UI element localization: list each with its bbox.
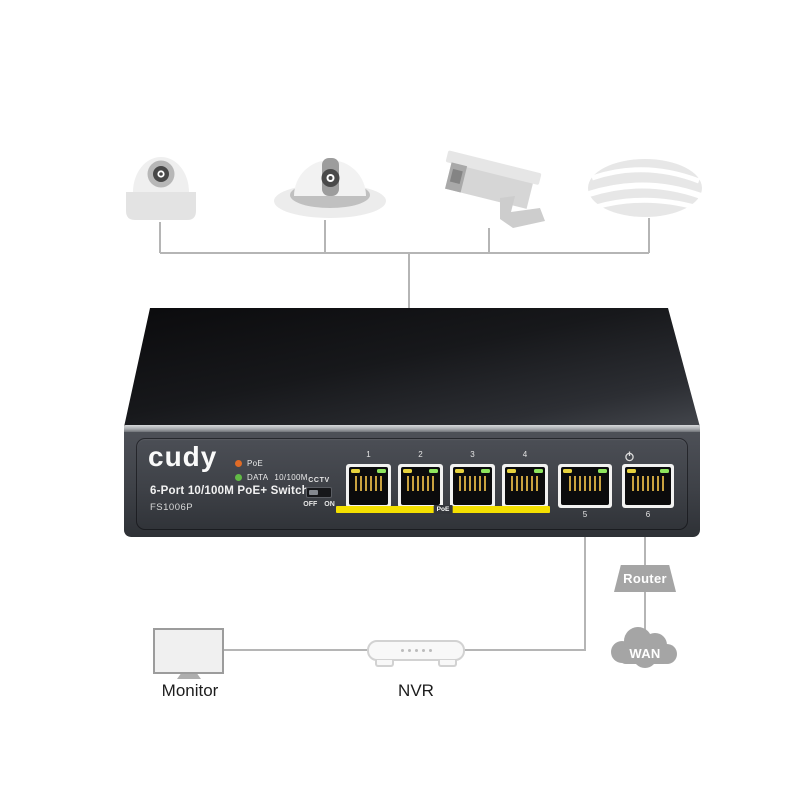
- port-led-green: [598, 469, 607, 473]
- port-pins: [568, 476, 602, 492]
- nvr-icon: [367, 640, 465, 667]
- model-number: FS1006P: [150, 502, 194, 513]
- rj45-jack: [401, 467, 440, 505]
- monitor-label: Monitor: [161, 681, 219, 700]
- poe-bar-label: PoE: [433, 505, 453, 514]
- port-led-yellow: [627, 469, 636, 473]
- cctv-slider-knob: [309, 489, 318, 495]
- router-label: Router: [623, 571, 667, 586]
- data-led-icon: [235, 474, 242, 481]
- port-number-5: 5: [582, 510, 588, 519]
- camera-stub-lines: [159, 218, 650, 253]
- data-led-label: DATA 10/100M: [247, 473, 308, 482]
- port-led-yellow: [507, 469, 516, 473]
- rj45-jack: [561, 467, 609, 505]
- bullet-camera-icon: [445, 150, 545, 228]
- port-led-green: [660, 469, 669, 473]
- panel-recess: [136, 438, 688, 530]
- rj45-port-5: [558, 464, 612, 508]
- rj45-port-2: [398, 464, 443, 508]
- port-led-yellow: [563, 469, 572, 473]
- top-devices: [126, 150, 703, 228]
- rj45-jack: [505, 467, 545, 505]
- switch-top-face: [124, 308, 700, 427]
- cctv-label: CCTV: [308, 477, 330, 484]
- port-number-1: 1: [366, 450, 371, 459]
- rj45-port-3: [450, 464, 495, 508]
- poe-led-label: PoE: [247, 459, 264, 468]
- turret-camera-icon: [274, 158, 386, 218]
- port-pins: [459, 476, 486, 492]
- poe-led-icon: [235, 460, 242, 467]
- nvr-monitor-line: [224, 537, 586, 651]
- rj45-port-4: [502, 464, 548, 508]
- dome-camera-icon: [126, 157, 196, 220]
- switch-front-panel: cudy PoE DATA 10/100M 6-Port 10/100M PoE…: [124, 432, 700, 537]
- port-number-4: 4: [522, 450, 528, 459]
- port-number-6: 6: [645, 510, 651, 519]
- wan-label: WAN: [629, 646, 661, 661]
- brand-logo: cudy: [148, 441, 218, 472]
- cctv-off-label: OFF: [303, 501, 318, 508]
- poe-led-legend: PoE: [235, 459, 263, 468]
- nvr-foot: [375, 660, 394, 667]
- cctv-on-label: ON: [324, 501, 335, 508]
- port-led-green: [481, 469, 490, 473]
- port-pins: [511, 476, 539, 492]
- wireless-access-point-icon: [588, 159, 703, 217]
- port-pins: [632, 476, 664, 492]
- poe-switch: cudy PoE DATA 10/100M 6-Port 10/100M PoE…: [124, 425, 700, 537]
- rj45-jack: [453, 467, 492, 505]
- rj45-port-1: [346, 464, 391, 508]
- port-led-yellow: [351, 469, 360, 473]
- monitor-icon: [153, 628, 224, 674]
- poe-group-bar: PoE: [336, 505, 550, 514]
- port-led-yellow: [403, 469, 412, 473]
- rj45-port-6: [622, 464, 674, 508]
- nvr-label: NVR: [398, 681, 434, 700]
- wan-cloud-icon: [611, 627, 677, 668]
- port-pins: [355, 476, 382, 492]
- data-led-legend: DATA 10/100M: [235, 473, 308, 482]
- nvr-foot: [438, 660, 457, 667]
- port-led-green: [534, 469, 543, 473]
- router-icon: Router: [614, 565, 676, 592]
- rj45-jack: [625, 467, 671, 505]
- port-led-green: [429, 469, 438, 473]
- power-icon: [625, 451, 634, 462]
- port-number-2: 2: [418, 450, 423, 459]
- port-pins: [407, 476, 434, 492]
- rj45-jack: [349, 467, 388, 505]
- port-led-green: [377, 469, 386, 473]
- port-led-yellow: [455, 469, 464, 473]
- cctv-slider: [306, 487, 332, 498]
- model-title: 6-Port 10/100M PoE+ Switch: [150, 485, 309, 497]
- switch-top-edge: [124, 425, 700, 432]
- cctv-mode-switch: CCTV OFF ON: [296, 477, 342, 508]
- port-number-3: 3: [470, 450, 475, 459]
- monitor-stand: [177, 674, 201, 679]
